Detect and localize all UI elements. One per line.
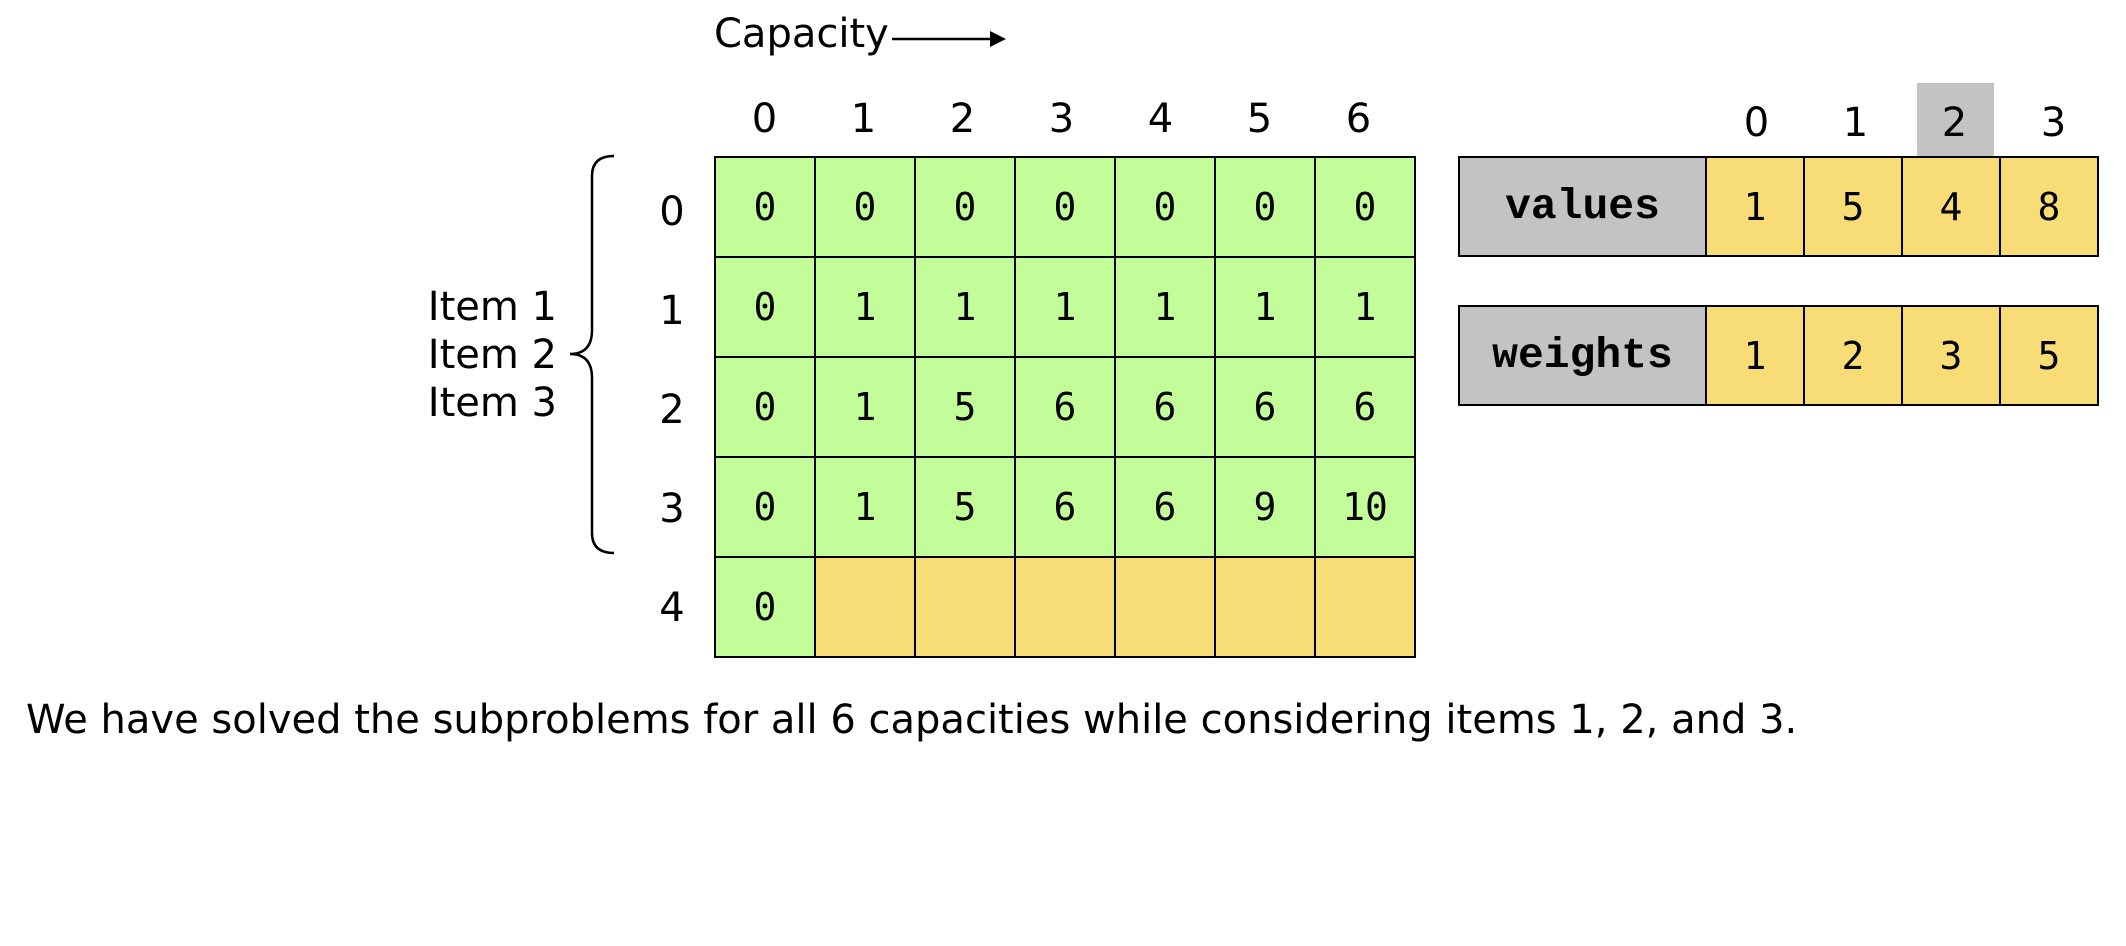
values-cell: 5 <box>1803 156 1903 257</box>
values-cell: 8 <box>1999 156 2099 257</box>
table-row: 0 <box>714 556 1416 658</box>
table-cell: 1 <box>1014 256 1116 358</box>
table-cell: 6 <box>1014 456 1116 558</box>
table-cell: 1 <box>1314 256 1416 358</box>
table-cell: 6 <box>1114 456 1216 558</box>
weights-cell: 5 <box>1999 305 2099 406</box>
index-header: 2 <box>1941 100 1968 146</box>
values-array: values 1 5 4 8 <box>1458 156 2099 257</box>
table-cell: 1 <box>1214 256 1316 358</box>
capacity-header: 3 <box>1048 96 1075 142</box>
row-header: 0 <box>659 189 685 235</box>
table-row: 0 1 5 6 6 9 10 <box>714 456 1416 558</box>
index-header: 0 <box>1743 100 1770 146</box>
row-header: 3 <box>659 486 685 532</box>
table-cell: 0 <box>1114 156 1216 258</box>
table-cell: 0 <box>1214 156 1316 258</box>
values-cell: 1 <box>1705 156 1805 257</box>
dp-table: 0 0 0 0 0 0 0 0 1 1 1 1 1 1 0 1 5 6 6 6 … <box>714 156 1416 658</box>
row-header: 4 <box>659 585 685 631</box>
capacity-arrow <box>892 31 1006 47</box>
table-cell: 0 <box>714 256 816 358</box>
weights-label: weights <box>1458 305 1707 406</box>
capacity-label: Capacity <box>714 11 889 57</box>
table-row: 0 1 1 1 1 1 1 <box>714 256 1416 358</box>
values-label: values <box>1458 156 1707 257</box>
capacity-header: 6 <box>1345 96 1372 142</box>
item-brace <box>569 154 615 555</box>
weights-cell: 3 <box>1901 305 2001 406</box>
index-highlight <box>1917 83 1994 157</box>
table-cell: 6 <box>1014 356 1116 458</box>
table-cell-pending <box>1114 556 1216 658</box>
table-cell: 0 <box>914 156 1016 258</box>
weights-row: weights 1 2 3 5 <box>1458 305 2099 406</box>
table-cell: 0 <box>1014 156 1116 258</box>
row-header: 2 <box>659 387 685 433</box>
item-label: Item 3 <box>427 380 557 426</box>
table-cell: 0 <box>814 156 916 258</box>
table-cell: 1 <box>814 356 916 458</box>
item-label: Item 2 <box>427 332 557 378</box>
table-cell: 0 <box>714 456 816 558</box>
table-cell: 5 <box>914 356 1016 458</box>
capacity-header: 5 <box>1246 96 1273 142</box>
table-cell-pending <box>914 556 1016 658</box>
table-cell-pending <box>1214 556 1316 658</box>
capacity-header: 1 <box>850 96 877 142</box>
table-cell: 1 <box>1114 256 1216 358</box>
item-label: Item 1 <box>427 284 557 330</box>
table-cell: 1 <box>814 456 916 558</box>
weights-cell: 2 <box>1803 305 1903 406</box>
table-cell: 6 <box>1214 356 1316 458</box>
table-cell: 0 <box>1314 156 1416 258</box>
row-header: 1 <box>659 288 685 334</box>
capacity-header: 0 <box>751 96 778 142</box>
capacity-header: 4 <box>1147 96 1174 142</box>
table-row: 0 0 0 0 0 0 0 <box>714 156 1416 258</box>
table-cell: 0 <box>714 556 816 658</box>
values-row: values 1 5 4 8 <box>1458 156 2099 257</box>
table-cell: 6 <box>1114 356 1216 458</box>
table-row: 0 1 5 6 6 6 6 <box>714 356 1416 458</box>
capacity-header: 2 <box>949 96 976 142</box>
table-cell: 1 <box>914 256 1016 358</box>
table-cell-pending <box>1314 556 1416 658</box>
table-cell: 5 <box>914 456 1016 558</box>
weights-cell: 1 <box>1705 305 1805 406</box>
caption: We have solved the subproblems for all 6… <box>26 697 1798 743</box>
table-cell: 0 <box>714 356 816 458</box>
values-cell: 4 <box>1901 156 2001 257</box>
index-header: 1 <box>1842 100 1869 146</box>
table-cell: 1 <box>814 256 916 358</box>
table-cell: 9 <box>1214 456 1316 558</box>
table-cell: 6 <box>1314 356 1416 458</box>
index-header: 3 <box>2040 100 2067 146</box>
table-cell-pending <box>814 556 916 658</box>
table-cell: 10 <box>1314 456 1416 558</box>
weights-array: weights 1 2 3 5 <box>1458 305 2099 406</box>
table-cell: 0 <box>714 156 816 258</box>
table-cell-pending <box>1014 556 1116 658</box>
